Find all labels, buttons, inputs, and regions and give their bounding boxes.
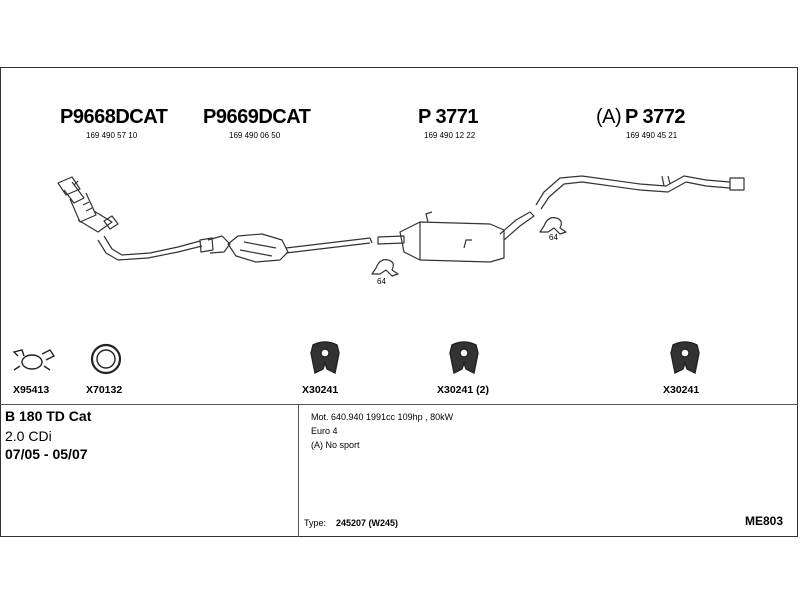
clamp-icon: [12, 349, 56, 371]
part-number-middle-silencer: P 3771: [418, 106, 479, 128]
type-value: 245207 (W245): [336, 518, 399, 528]
pipe-clamp-icon: [539, 217, 567, 235]
gasket-ring-icon: [90, 343, 122, 375]
pipe-clamp-icon: [371, 259, 399, 277]
accessory-label-hanger: X30241: [663, 384, 700, 396]
main-catalyst-part: [199, 233, 373, 263]
vehicle-model: B 180 TD Cat: [5, 408, 92, 424]
front-catalyst-part: [57, 176, 119, 233]
section-divider-vertical: [298, 404, 299, 537]
motor-spec: Mot. 640.940 1991cc 109hp , 80kW: [311, 412, 454, 422]
footnote: (A) No sport: [311, 440, 360, 450]
accessory-label-clamp: X95413: [13, 384, 50, 396]
part-number-main-cat: P9669DCAT: [203, 106, 311, 128]
oe-number-rear-pipe: 169 490 45 21: [626, 131, 678, 140]
clamp-size-label: 64: [377, 277, 386, 286]
oe-number-main-cat: 169 490 06 50: [229, 131, 281, 140]
oe-number-middle-silencer: 169 490 12 22: [424, 131, 476, 140]
accessory-label-hanger: X30241 (2): [437, 384, 489, 396]
oe-number-front-cat: 169 490 57 10: [86, 131, 138, 140]
clamp-size-label: 64: [549, 233, 558, 242]
section-divider-horizontal: [0, 404, 798, 405]
vehicle-engine: 2.0 CDi: [5, 428, 52, 444]
diagram-frame: [0, 67, 798, 537]
rubber-hanger-icon: [449, 341, 479, 375]
accessory-label-hanger: X30241: [302, 384, 339, 396]
rubber-hanger-icon: [310, 341, 340, 375]
emission-standard: Euro 4: [311, 426, 338, 436]
rubber-hanger-icon: [670, 341, 700, 375]
reference-code: ME803: [745, 514, 784, 528]
middle-silencer-part: [377, 211, 535, 263]
rear-pipe-part: [535, 175, 745, 210]
vehicle-years: 07/05 - 05/07: [5, 446, 88, 462]
type-label: Type:: [304, 518, 327, 528]
part-number-rear-pipe: P 3772: [625, 106, 686, 128]
part-prefix-rear-pipe: (A): [596, 106, 622, 128]
front-pipe-part: [97, 235, 203, 261]
part-number-front-cat: P9668DCAT: [60, 106, 168, 128]
accessory-label-gasket: X70132: [86, 384, 123, 396]
